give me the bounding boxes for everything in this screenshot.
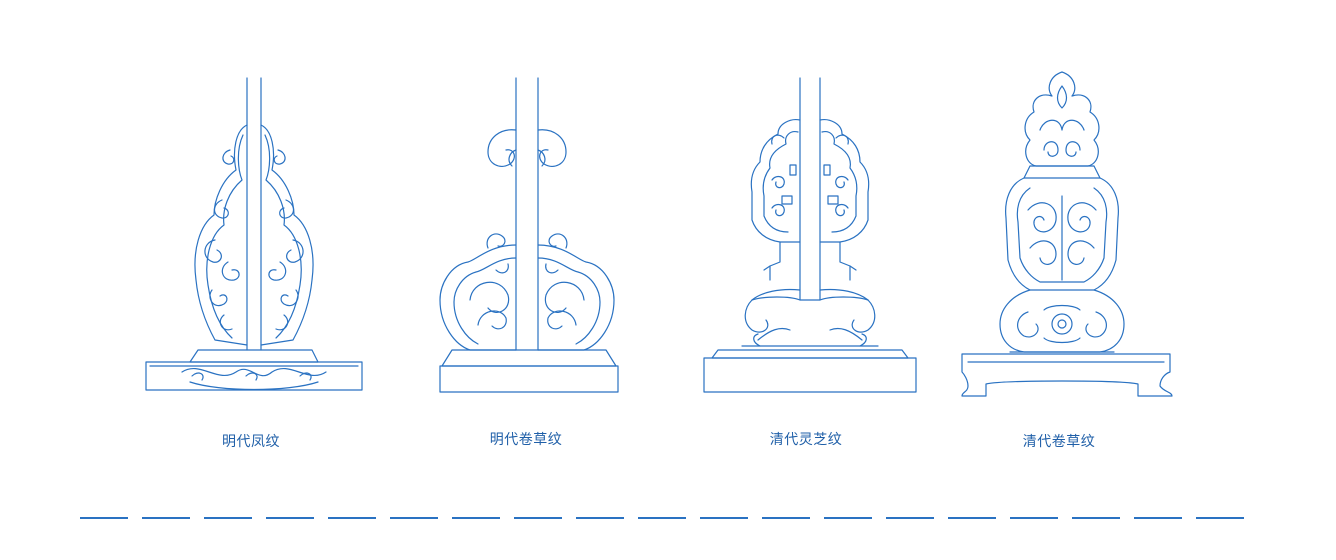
divider-dash [1134, 517, 1183, 519]
scroll-ming-pattern-figure [439, 77, 619, 393]
divider-dash [1010, 517, 1059, 519]
phoenix-pattern-figure [145, 77, 363, 391]
divider-dash [638, 517, 687, 519]
scroll-qing-pattern-figure [961, 71, 1173, 397]
divider-dash [576, 517, 625, 519]
divider-dash [762, 517, 811, 519]
divider-dash [1072, 517, 1121, 519]
divider-dash [328, 517, 377, 519]
divider-dash [824, 517, 873, 519]
divider-dash [142, 517, 191, 519]
caption-lingzhi: 清代灵芝纹 [769, 432, 843, 448]
divider-dash [204, 517, 253, 519]
lingzhi-pattern-figure [703, 77, 917, 393]
dashed-divider [80, 517, 1260, 519]
caption-phoenix: 明代凤纹 [222, 434, 280, 450]
caption-scroll-ming: 明代卷草纹 [489, 432, 563, 448]
divider-dash [514, 517, 563, 519]
caption-scroll-qing: 清代卷草纹 [1022, 434, 1096, 450]
divider-dash [452, 517, 501, 519]
divider-dash [266, 517, 315, 519]
divider-dash [700, 517, 749, 519]
divider-dash [80, 517, 129, 519]
divider-dash [390, 517, 439, 519]
divider-dash [948, 517, 997, 519]
divider-dash [886, 517, 935, 519]
divider-dash [1196, 517, 1245, 519]
